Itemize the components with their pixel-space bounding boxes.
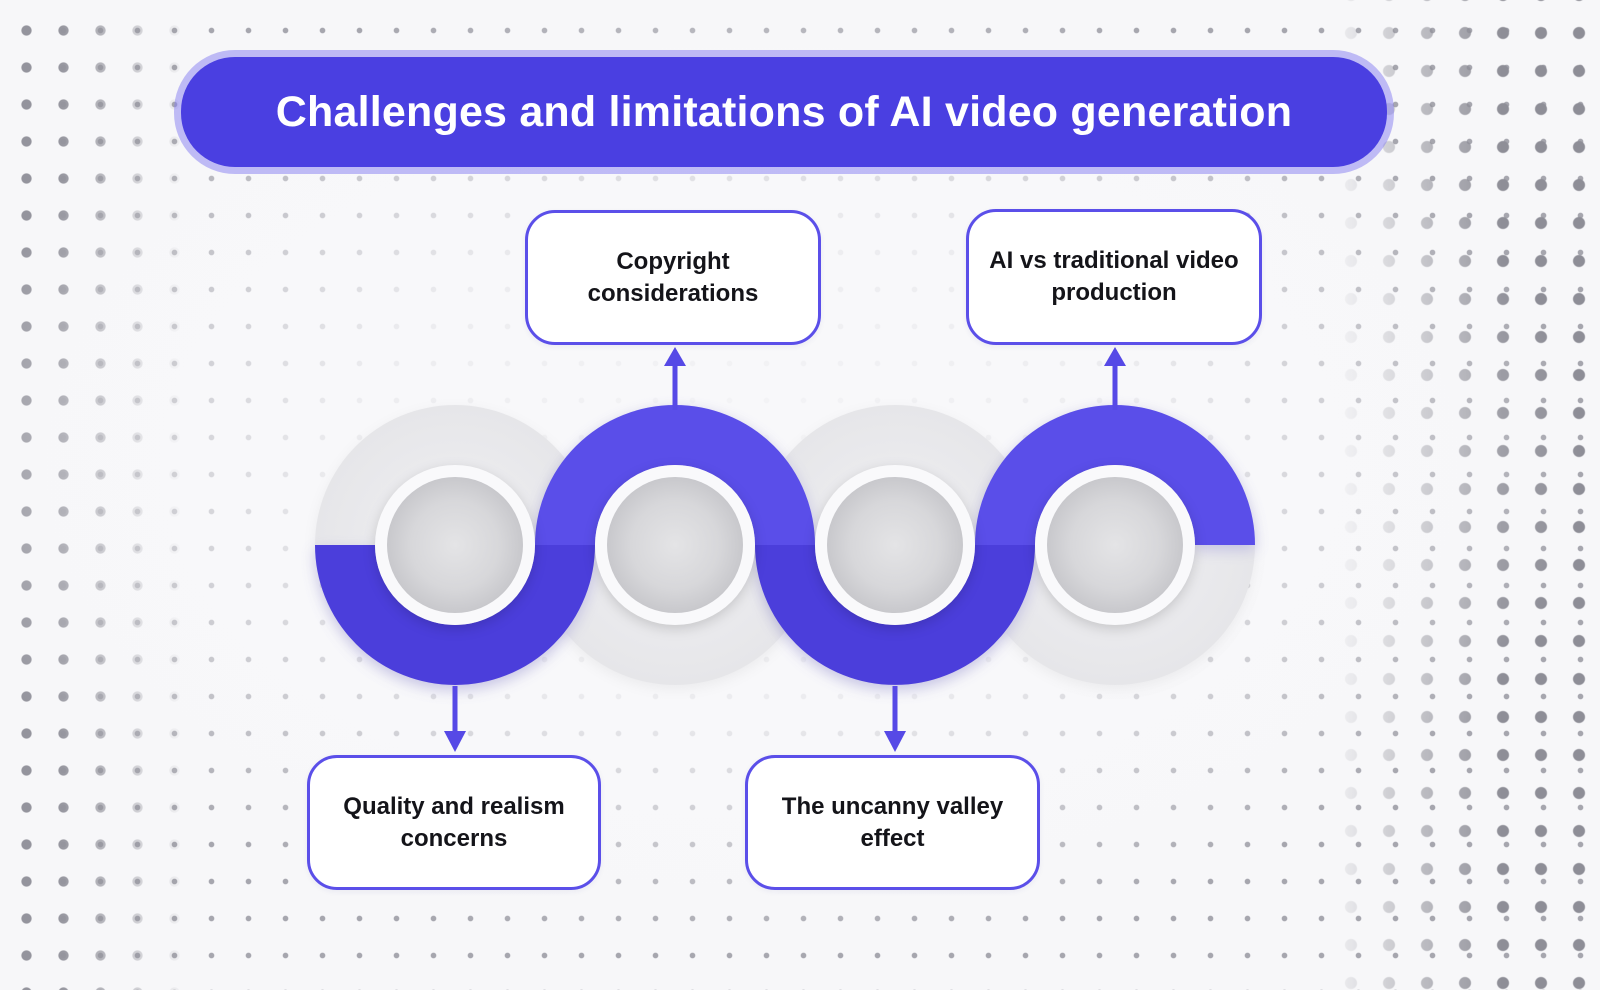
timeline-node-3: [815, 465, 975, 625]
callout-ai-vs-traditional: AI vs traditional video production: [966, 209, 1262, 345]
timeline-node-2: [595, 465, 755, 625]
arrow-to-quality: [444, 686, 466, 752]
arrow-to-ai-vs-traditional: [1104, 347, 1126, 410]
wave-ribbon: [315, 405, 1255, 685]
timeline-nodes: [375, 465, 1195, 625]
callout-copyright-considerations: Copyright considerations: [525, 210, 821, 345]
arrow-to-uncanny-valley: [884, 686, 906, 752]
timeline-node-1: [375, 465, 535, 625]
callout-uncanny-valley: The uncanny valley effect: [745, 755, 1040, 890]
timeline-node-4: [1035, 465, 1195, 625]
page-title: Challenges and limitations of AI video g…: [275, 87, 1293, 136]
title-banner: Challenges and limitations of AI video g…: [181, 57, 1387, 167]
connector-arrows: [444, 347, 1126, 752]
callout-quality-realism: Quality and realism concerns: [307, 755, 601, 890]
arrow-to-copyright: [664, 347, 686, 410]
